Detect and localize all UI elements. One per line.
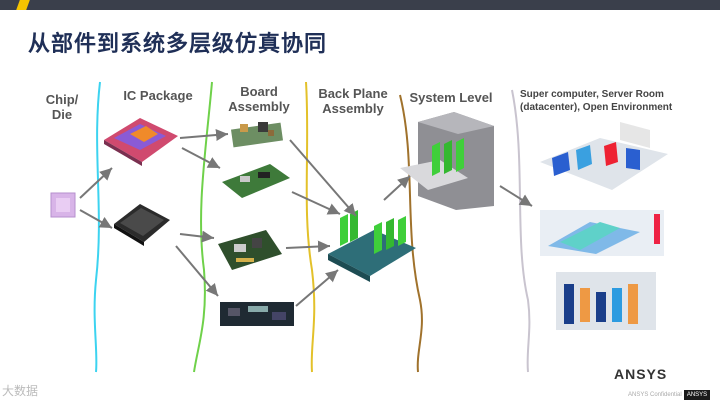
datacenter-image-3 (556, 272, 656, 330)
arrow-backplane-to-system (384, 176, 410, 200)
arrow-icpkg-to-board3 (180, 234, 214, 238)
arrow-icpkg-to-board2 (182, 148, 220, 168)
divider-gray (512, 90, 529, 372)
arrow-board2-to-backplane (292, 192, 340, 214)
divider-green (194, 82, 212, 372)
label-board-assembly: Board Assembly (222, 84, 296, 114)
board-image-2 (222, 164, 290, 198)
ansys-logo: ANSYS (684, 390, 710, 400)
datacenter-image-1 (540, 122, 668, 190)
arrow-board1-to-backplane (290, 140, 356, 216)
chip-image (51, 193, 75, 217)
board-image-4 (220, 302, 294, 326)
ansys-wordmark: ANSYS (614, 366, 667, 382)
ic-package-image (114, 204, 170, 246)
arrow-chip-to-icpkg2 (80, 210, 112, 228)
confidential-note: ANSYS Confidential (628, 392, 682, 398)
label-super-computer: Super computer, Server Room (datacenter)… (520, 88, 700, 114)
datacenter-image-2 (540, 210, 664, 256)
label-back-plane-assembly: Back Plane Assembly (312, 86, 394, 116)
arrow-chip-to-icpkg (80, 168, 112, 198)
board-image-1 (231, 122, 283, 147)
label-ic-package: IC Package (116, 88, 200, 103)
arrow-board3-to-backplane (286, 246, 330, 248)
arrow-icpkg-to-board1 (180, 134, 228, 138)
arrow-board4-to-backplane (296, 270, 338, 306)
board-image-3 (218, 230, 282, 270)
arrow-system-to-datacenter (500, 186, 532, 206)
label-system-level: System Level (406, 90, 496, 105)
ic-package-thermal-image (104, 118, 178, 166)
backplane-image (328, 210, 416, 282)
system-level-image (400, 112, 494, 210)
divider-yellow (306, 82, 314, 372)
divider-cyan (95, 82, 100, 372)
watermark-text: 大数据 (2, 382, 38, 399)
arrow-icpkg-to-board4 (176, 246, 218, 296)
label-chip-die: Chip/ Die (38, 92, 86, 122)
